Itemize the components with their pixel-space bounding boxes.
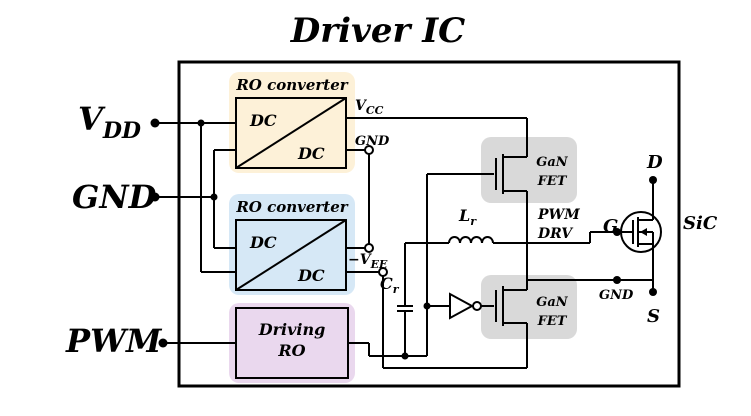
gnd-port-label: GND	[72, 178, 157, 216]
driving-ro-block	[229, 303, 355, 383]
driving-ro-line2: RO	[277, 341, 305, 360]
driving-ro-line1: Driving	[258, 320, 326, 339]
converter-diagonal-top	[235, 97, 347, 169]
sic-drain-terminal	[649, 176, 657, 184]
vdd-terminal	[150, 118, 160, 128]
drive-junction	[423, 302, 431, 310]
gnd-node-bottom	[364, 243, 374, 253]
dc-in-bottom: DC	[249, 233, 277, 252]
dc-out-top: DC	[297, 144, 325, 163]
sic-label: SiC	[683, 213, 718, 234]
pwm-drv-label-1: PWM	[537, 207, 580, 223]
gan-bottom-label-2: FET	[537, 314, 568, 329]
gan-bottom-label-1: GaN	[536, 295, 569, 310]
inverter-bubble	[472, 301, 482, 311]
pwm-drv-label-2: DRV	[537, 226, 574, 242]
ro-converter-bottom-title: RO converter	[235, 198, 348, 216]
sic-gnd-terminal	[613, 276, 621, 284]
cr-label: Cr	[380, 274, 400, 296]
dc-dc-converter-top	[235, 97, 347, 169]
dc-out-bottom: DC	[297, 266, 325, 285]
diagram-title: Driver IC	[290, 11, 465, 51]
lr-label: Lr	[458, 206, 477, 228]
driver-ic-boundary	[177, 60, 681, 388]
gan-fet-top-block	[481, 137, 577, 203]
pwm-terminal	[158, 338, 168, 348]
sic-drain-label: D	[646, 152, 663, 173]
gan-top-label-2: FET	[537, 174, 568, 189]
sic-gnd-label: GND	[599, 288, 634, 303]
cr-junction	[401, 352, 409, 360]
sic-source-label: S	[647, 306, 660, 327]
vcc-label: VCC	[355, 98, 384, 117]
sic-gate-label: G	[603, 216, 618, 237]
inverter-triangle	[449, 292, 475, 320]
dc-in-top: DC	[249, 111, 277, 130]
gan-top-label-1: GaN	[536, 155, 569, 170]
pwm-port-label: PWM	[65, 322, 163, 360]
dc-dc-converter-bottom	[235, 219, 347, 291]
lr-inductor-coil	[448, 236, 494, 244]
converter-diagonal-bottom	[235, 219, 347, 291]
vdd-junction	[197, 119, 205, 127]
ro-converter-top-title: RO converter	[235, 76, 348, 94]
vee-node	[378, 267, 388, 277]
gnd-internal-label: GND	[355, 134, 390, 149]
sic-source-terminal	[649, 288, 657, 296]
gnd-junction	[210, 193, 218, 201]
vdd-port-label: VDD	[78, 100, 141, 144]
sic-body-arrow	[640, 228, 647, 236]
gnd-terminal	[150, 192, 160, 202]
gnd-node-top	[364, 145, 374, 155]
gate-terminal	[613, 228, 621, 236]
